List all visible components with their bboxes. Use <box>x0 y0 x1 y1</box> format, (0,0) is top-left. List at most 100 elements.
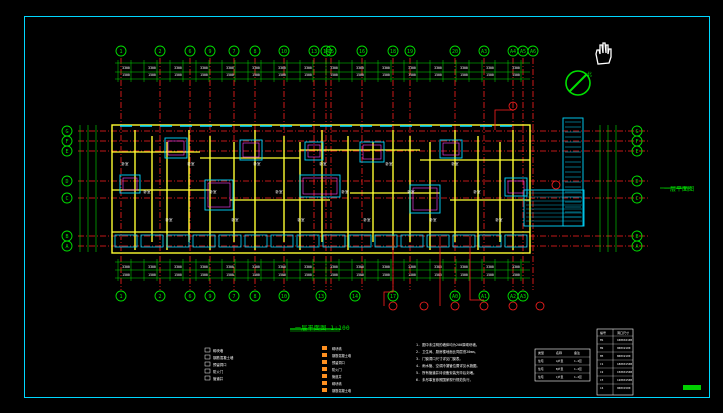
axis-label: A0 <box>452 294 458 300</box>
table-cell: C2 <box>600 370 604 374</box>
legend-swatch <box>204 347 211 353</box>
dimension-text: 3300 <box>278 265 286 269</box>
dimension-text: 1500 <box>460 273 468 277</box>
dimension-text: 1500 <box>382 273 390 277</box>
dimension-text: 1500 <box>252 273 260 277</box>
room-label: 卧室 <box>144 189 151 194</box>
room-label: 卧室 <box>408 189 416 194</box>
pan-hand-icon[interactable] <box>590 40 616 66</box>
legend-item: 砌块墙 <box>213 348 224 353</box>
dimension-text: 3300 <box>122 66 130 70</box>
axis-bubble <box>61 175 73 187</box>
axis-label: 19 <box>407 49 413 55</box>
dimension-text: 3300 <box>148 265 156 269</box>
legend-swatch <box>204 368 211 374</box>
dimension-text: 1500 <box>330 273 338 277</box>
legend-swatch <box>322 374 327 378</box>
fixture-inner <box>302 177 338 195</box>
balcony <box>218 234 242 248</box>
legend-item: 管道井 <box>213 376 224 381</box>
fixture-outline <box>119 174 141 194</box>
dimension-text: 1500 <box>252 73 260 77</box>
note-line: 5. 所有管道井待设备安装完毕后封堵。 <box>416 370 476 375</box>
dimension-text: 3300 <box>226 66 234 70</box>
axis-label: E <box>65 149 68 155</box>
dimension-text: 1500 <box>148 73 156 77</box>
note-line: 4. 雨水管、空调冷凝管位置详见水施图。 <box>416 363 480 368</box>
room-label: 卧室 <box>166 217 173 222</box>
note-line: 3. 门窗洞口尺寸详见门窗表。 <box>416 356 463 361</box>
room-label: 卧室 <box>188 161 195 166</box>
room-label: 卧室 <box>496 217 504 222</box>
pipe-marker <box>450 301 460 311</box>
axis-label: 8 <box>253 294 256 300</box>
legend-item: 砌块墙 <box>332 346 342 351</box>
axis-label: 13 <box>318 294 324 300</box>
axis-bubble <box>631 192 643 204</box>
axis-bubble <box>61 145 73 157</box>
pipe-marker <box>419 301 429 311</box>
ramp-landing <box>523 189 585 227</box>
axis-bubble <box>449 45 461 57</box>
dimension-text: 3300 <box>434 66 442 70</box>
axis-label: C <box>65 196 68 202</box>
note-line: 1. 图中未注明的墙体均为200厚砌块墙。 <box>416 342 479 347</box>
dimension-text: 3300 <box>330 265 338 269</box>
room-label: 卧室 <box>298 217 306 222</box>
right-side-label: 一层平面图 <box>664 186 695 193</box>
table-cell: 1800X1500 <box>617 362 632 366</box>
axis-label: E <box>635 149 638 155</box>
dimension-text: 3300 <box>460 265 468 269</box>
fixture-outline <box>299 174 341 198</box>
axis-bubble <box>61 240 73 252</box>
axis-label: 16 <box>359 49 365 55</box>
dimension-text: 3300 <box>252 66 260 70</box>
drawing-border <box>24 16 710 398</box>
axis-bubble <box>478 290 490 302</box>
pipe-leader <box>494 109 513 130</box>
room-label: 卧室 <box>474 189 482 194</box>
dimension-text: 3300 <box>382 265 390 269</box>
axis-label: 18 <box>390 49 396 55</box>
fixture-inner <box>167 140 185 156</box>
room-label: 卧室 <box>320 161 328 166</box>
axis-bubble <box>278 45 290 57</box>
fixture-inner <box>242 142 260 158</box>
table-cell: M2 <box>600 346 604 350</box>
axis-label: A <box>635 244 638 250</box>
axis-label: A <box>65 244 68 250</box>
table-cell: 住宅 <box>538 359 544 363</box>
schedule-table <box>596 328 634 396</box>
table-cell: C3 <box>600 378 604 382</box>
room-label: 卧室 <box>122 161 129 166</box>
pipe-leader <box>383 236 394 306</box>
axis-label: A3 <box>481 49 487 55</box>
axis-bubble <box>278 290 290 302</box>
dimension-text: 3300 <box>434 265 442 269</box>
axis-label: 1 <box>119 294 122 300</box>
dimension-text: 3300 <box>226 265 234 269</box>
dimension-text: 3300 <box>200 265 208 269</box>
dimension-text: 3300 <box>200 66 208 70</box>
axis-label: 7 <box>232 49 235 55</box>
balcony <box>348 234 372 248</box>
axis-label: A2 <box>510 294 516 300</box>
fixture-inner <box>307 144 321 158</box>
axis-label: F <box>65 139 68 145</box>
axis-label: 6 <box>188 294 191 300</box>
pipe-marker <box>388 301 398 311</box>
axis-bubble <box>315 290 327 302</box>
axis-bubble <box>61 192 73 204</box>
axis-bubble <box>228 45 240 57</box>
axis-bubble <box>404 45 416 57</box>
axis-bubble <box>204 45 216 57</box>
fixture-inner <box>442 142 460 156</box>
pipe-marker <box>551 180 561 190</box>
dimension-text: 1500 <box>512 73 520 77</box>
table-header: 类型 <box>538 350 544 355</box>
axis-bubble <box>478 45 490 57</box>
table-header: 备注 <box>574 350 580 355</box>
dimension-text: 3300 <box>460 66 468 70</box>
